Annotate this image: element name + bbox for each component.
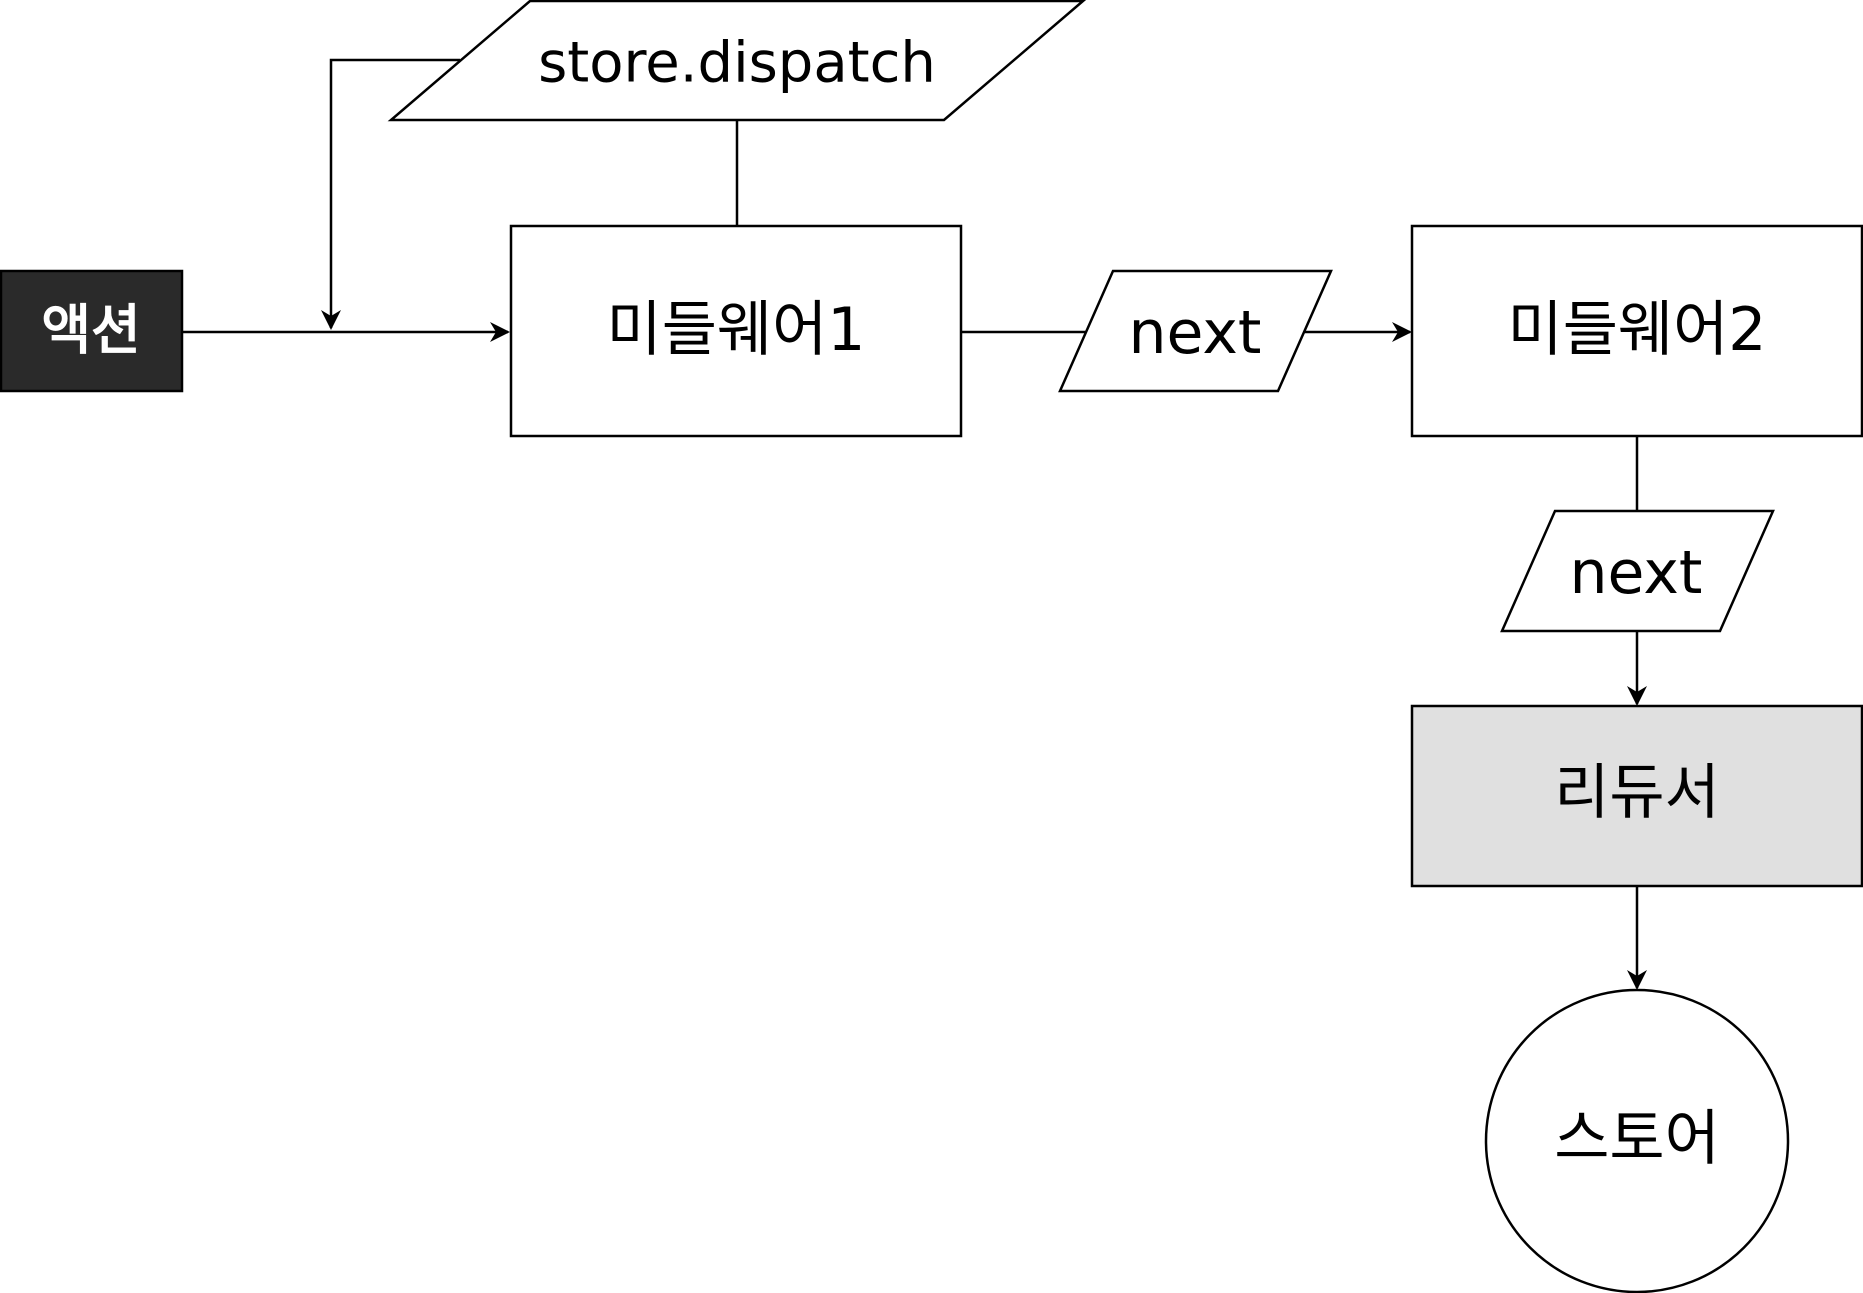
edge-dispatch-to-action-link (321, 58, 460, 330)
next1-label: next (1129, 298, 1262, 368)
edges (183, 58, 1647, 990)
next1-node[interactable]: next (1058, 269, 1333, 393)
reducer-box (1410, 704, 1863, 888)
dispatch-label: store.dispatch (538, 31, 936, 96)
next1-shape (1058, 269, 1333, 393)
reducer-node[interactable]: 리듀서 (1410, 704, 1863, 888)
store-label: 스토어 (1554, 1104, 1720, 1174)
middleware2-label: 미들웨어2 (1508, 295, 1767, 365)
action-node[interactable]: 액션 (0, 269, 184, 393)
middleware1-box (509, 224, 963, 438)
action-box (0, 269, 184, 393)
next2-label: next (1570, 538, 1703, 608)
reducer-label: 리듀서 (1554, 758, 1720, 828)
dispatch-node[interactable]: store.dispatch (387, 0, 1087, 122)
middleware2-box (1410, 224, 1863, 438)
dispatch-shape (387, 0, 1087, 122)
middleware1-label: 미들웨어1 (607, 295, 866, 365)
next2-node[interactable]: next (1500, 509, 1775, 633)
middleware1-node[interactable]: 미들웨어1 (509, 224, 963, 438)
store-circle (1484, 988, 1790, 1293)
middleware2-node[interactable]: 미들웨어2 (1410, 224, 1863, 438)
store-node[interactable]: 스토어 (1484, 988, 1790, 1293)
next2-shape (1500, 509, 1775, 633)
action-label: 액션 (41, 299, 140, 362)
